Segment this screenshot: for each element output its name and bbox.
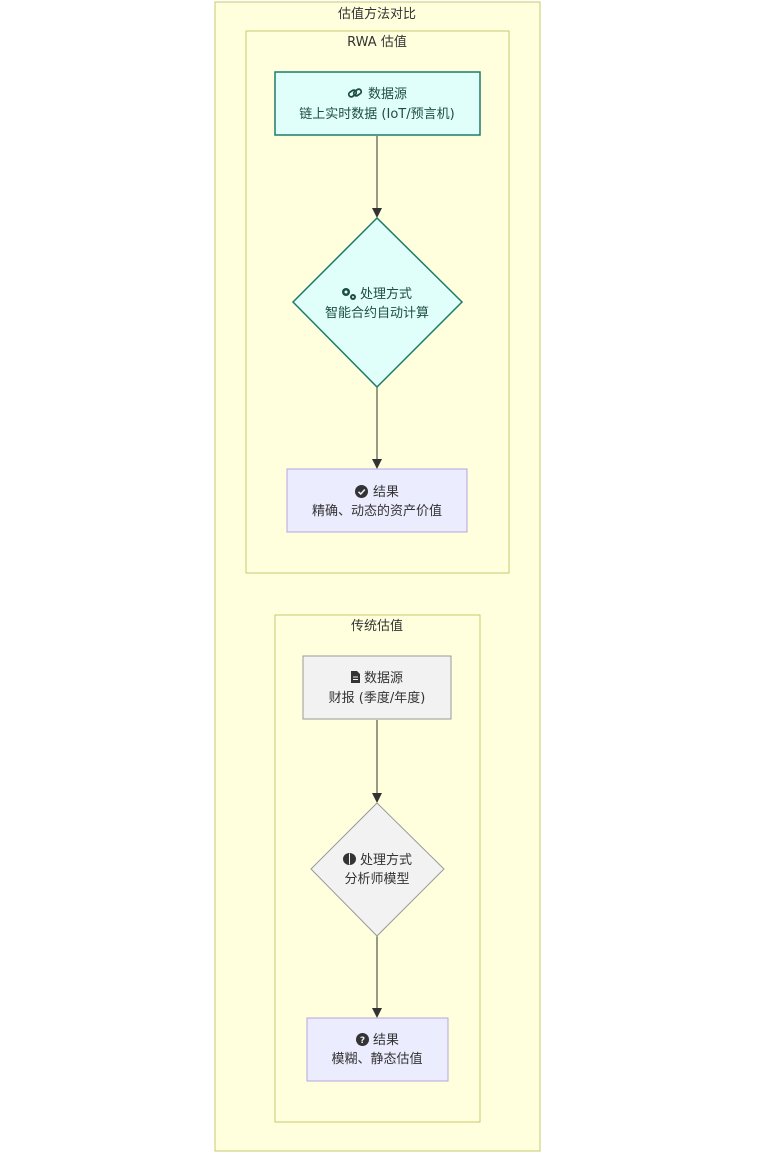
trad-process-heading: 处理方式 <box>360 852 412 868</box>
trad-result-node: ? 结果 模糊、静态估值 <box>306 1017 449 1082</box>
file-icon <box>351 671 360 683</box>
svg-text:?: ? <box>360 1036 365 1046</box>
rwa-cluster-title: RWA 估值 <box>347 34 407 50</box>
rwa-source-node: 数据源 链上实时数据 (IoT/预言机) <box>274 71 481 136</box>
question-circle-icon: ? <box>356 1033 369 1046</box>
rwa-result-detail: 精确、动态的资产价值 <box>312 503 442 519</box>
trad-source-node: 数据源 财报 (季度/年度) <box>302 655 452 720</box>
traditional-cluster-title: 传统估值 <box>351 618 403 634</box>
rwa-result-heading: 结果 <box>373 485 399 500</box>
trad-source-heading: 数据源 <box>364 671 403 686</box>
rwa-process-node: 处理方式 智能合约自动计算 <box>291 216 464 389</box>
trad-result-heading: 结果 <box>373 1033 399 1048</box>
rwa-result-node: 结果 精确、动态的资产价值 <box>286 468 468 533</box>
trad-process-detail: 分析师模型 <box>344 872 409 887</box>
check-circle-icon <box>355 485 368 498</box>
gears-icon <box>342 288 356 300</box>
link-icon <box>347 88 363 98</box>
trad-source-detail: 财报 (季度/年度) <box>329 690 426 706</box>
rwa-process-detail: 智能合约自动计算 <box>325 306 429 321</box>
outer-cluster-title: 估值方法对比 <box>338 6 416 22</box>
trad-result-detail: 模糊、静态估值 <box>331 1051 422 1067</box>
trad-process-node: 处理方式 分析师模型 <box>310 802 445 937</box>
rwa-source-heading: 数据源 <box>368 87 407 102</box>
brain-icon <box>343 853 356 865</box>
rwa-source-detail: 链上实时数据 (IoT/预言机) <box>299 107 454 122</box>
rwa-process-heading: 处理方式 <box>360 286 412 302</box>
